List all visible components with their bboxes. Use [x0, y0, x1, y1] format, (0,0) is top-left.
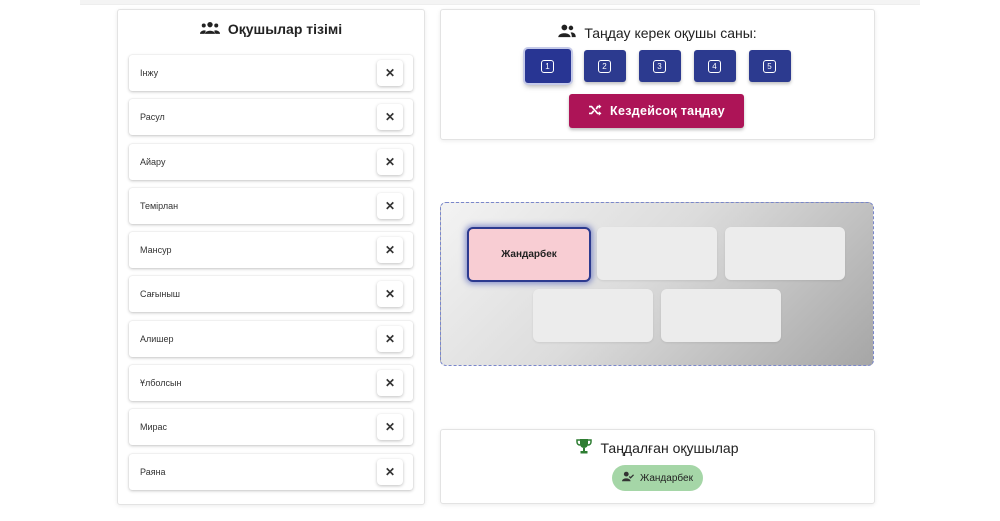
card-area: Жандарбек: [440, 202, 874, 366]
student-list-item: Раяна ✕: [129, 453, 413, 490]
selected-panel-title: Таңдалған оқушылар: [600, 439, 739, 456]
hidden-card[interactable]: [661, 289, 781, 342]
student-list-item: Ұлболсын ✕: [129, 365, 413, 402]
count-panel-header: Таңдау керек оқушы саны:: [441, 24, 874, 41]
students-panel-header: Оқушылар тізімі: [118, 10, 424, 48]
selected-student-chip[interactable]: Жандарбек: [612, 465, 703, 491]
remove-student-button[interactable]: ✕: [377, 458, 403, 485]
remove-student-button[interactable]: ✕: [377, 237, 403, 264]
person-check-icon: [622, 471, 635, 485]
students-panel-title: Оқушылар тізімі: [227, 21, 343, 37]
student-name: Мирас: [140, 422, 168, 433]
random-select-button[interactable]: Кездейсоқ таңдау: [569, 94, 744, 128]
count-panel-title: Таңдау керек оқушы саны:: [584, 24, 757, 41]
student-list-item: Сағыныш ✕: [129, 276, 413, 313]
student-list-item: Темірлан ✕: [129, 187, 413, 224]
count-option-label: 2: [598, 59, 611, 73]
shuffle-icon: [588, 103, 602, 119]
remove-student-button[interactable]: ✕: [377, 281, 403, 308]
selected-panel: Таңдалған оқушылар Жандарбек: [440, 429, 875, 504]
people-icon: [558, 24, 577, 41]
count-option-label: 4: [708, 59, 721, 73]
student-name: Сағыныш: [140, 289, 181, 300]
count-option-label: 1: [541, 59, 554, 73]
count-option-3-button[interactable]: 3: [638, 50, 681, 82]
student-list: Інжу✕Расул✕Айару✕Темірлан✕Мансур✕Сағыныш…: [129, 55, 413, 498]
remove-student-button[interactable]: ✕: [377, 414, 403, 441]
count-option-4-button[interactable]: 4: [693, 50, 736, 82]
group-icon: [199, 21, 220, 38]
count-option-5-button[interactable]: 5: [748, 50, 791, 82]
random-select-label: Кездейсоқ таңдау: [610, 104, 725, 118]
picked-card[interactable]: Жандарбек: [467, 227, 591, 282]
student-name: Раяна: [140, 466, 166, 477]
student-name: Мансур: [140, 245, 172, 256]
student-list-item: Мансур ✕: [129, 232, 413, 269]
count-option-2-button[interactable]: 2: [583, 50, 626, 82]
trophy-icon: [576, 438, 593, 457]
student-list-item: Айару ✕: [129, 143, 413, 180]
hidden-card[interactable]: [533, 289, 653, 342]
student-name: Ұлболсын: [140, 378, 182, 389]
top-divider: [80, 0, 920, 5]
student-list-item: Інжу ✕: [129, 55, 413, 91]
count-option-label: 5: [763, 59, 776, 73]
hidden-card[interactable]: [725, 227, 845, 280]
students-panel: Оқушылар тізімі Інжу✕Расул✕Айару✕Темірла…: [117, 9, 425, 505]
count-option-1-button[interactable]: 1: [524, 49, 571, 83]
count-options: 1 2 3 4 5: [441, 49, 874, 83]
count-panel: Таңдау керек оқушы саны: 1 2 3 4 5 Кездейсоқ…: [440, 9, 875, 140]
remove-student-button[interactable]: ✕: [377, 60, 403, 86]
count-option-label: 3: [653, 59, 666, 73]
student-name: Айару: [140, 156, 166, 167]
student-name: Алишер: [140, 333, 174, 344]
student-name: Темірлан: [140, 200, 179, 211]
student-list-item: Алишер ✕: [129, 320, 413, 357]
remove-student-button[interactable]: ✕: [377, 370, 403, 397]
remove-student-button[interactable]: ✕: [377, 148, 403, 175]
student-name: Інжу: [140, 68, 159, 78]
remove-student-button[interactable]: ✕: [377, 192, 403, 219]
student-list-item: Мирас ✕: [129, 409, 413, 446]
student-list-item: Расул ✕: [129, 99, 413, 136]
selected-panel-header: Таңдалған оқушылар: [441, 438, 874, 457]
hidden-card[interactable]: [597, 227, 717, 280]
selected-student-name: Жандарбек: [640, 472, 693, 484]
remove-student-button[interactable]: ✕: [377, 325, 403, 352]
picked-card-name: Жандарбек: [501, 249, 557, 260]
student-name: Расул: [140, 112, 165, 123]
remove-student-button[interactable]: ✕: [377, 104, 403, 131]
